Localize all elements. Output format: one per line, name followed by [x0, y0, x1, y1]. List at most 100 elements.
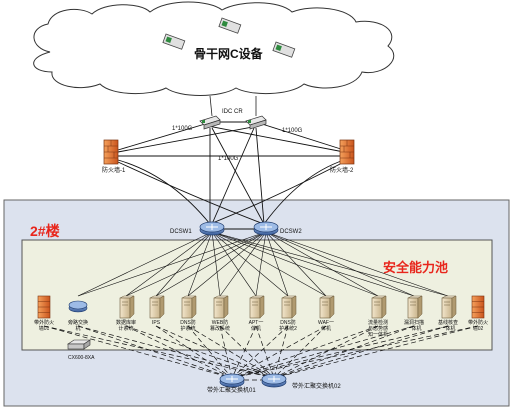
oob-link-01	[231, 325, 379, 379]
link-label-left: 1*100G	[172, 126, 193, 132]
dcsw2-link	[125, 231, 267, 297]
firewall-label-right: 防火墙-2	[330, 166, 354, 174]
oob-link-02	[187, 325, 275, 379]
router-icon	[245, 115, 267, 130]
device-label: DNS防护系统2	[279, 319, 297, 332]
firewall-label-left: 防火墙-1	[102, 166, 126, 174]
device-label: 带外防火墙01	[34, 319, 54, 332]
dcsw1-link	[211, 231, 327, 297]
server-icon	[371, 295, 387, 319]
cx600-switch-icon	[67, 339, 91, 350]
dcsw1-link	[211, 231, 449, 297]
dcsw2-link	[265, 231, 289, 297]
oob-link-01	[155, 325, 233, 379]
dcsw2-label: DCSW2	[280, 229, 302, 235]
oob-link-01	[77, 325, 233, 379]
server-icon	[181, 295, 197, 319]
oob-link-01	[43, 325, 233, 379]
dcsw-device-links	[77, 231, 449, 297]
dcsw2-link	[187, 231, 267, 297]
oob-link-02	[219, 325, 275, 379]
security-pool-label: 安全能力池	[383, 260, 448, 275]
oob-link-02	[155, 325, 275, 379]
device-label: 漏洞扫描一体机	[404, 319, 424, 332]
security-devices: 带外防火墙01 旁路交换机 数据库审计系统 IPS DNS防护系统 WEB防篡改系统 APT…	[34, 295, 488, 338]
oob-link-02	[273, 325, 415, 379]
security-pool-area	[21, 239, 493, 351]
oob-link-01	[125, 325, 233, 379]
oob-link-02	[273, 325, 327, 379]
oob-switch-02-icon	[261, 373, 287, 388]
oob-link-02	[273, 325, 449, 379]
dcsw2-link	[219, 231, 267, 297]
dcsw2-link	[265, 231, 379, 297]
core-links	[117, 121, 345, 230]
cloud-router-icon	[218, 17, 242, 34]
device-label: WEB防篡改系统	[210, 319, 230, 332]
device-label: APT一体机	[249, 320, 264, 332]
dcsw2-link	[265, 231, 415, 297]
oob-link-02	[255, 325, 275, 379]
backbone-links	[209, 95, 257, 117]
dcsw1-link	[125, 231, 213, 297]
dcsw2-link	[77, 231, 267, 297]
oob-link-01	[187, 325, 233, 379]
dcsw1-label: DCSW1	[170, 229, 192, 235]
oob-link-01	[231, 325, 327, 379]
server-icon	[441, 295, 457, 319]
device-label: 数据库审计系统	[116, 319, 136, 332]
oob-links	[43, 325, 479, 379]
backbone-cloud	[33, 1, 395, 96]
dcsw1-link	[77, 231, 213, 297]
oob-switch-02-label: 带外汇聚交换机02	[292, 382, 341, 390]
router-icon	[199, 115, 221, 130]
device-label: IPS	[152, 320, 161, 326]
dcsw1-link	[155, 231, 213, 297]
firewall-icon	[103, 139, 119, 165]
dcsw1-link	[211, 231, 221, 297]
dcsw2-link	[265, 231, 449, 297]
device-label: 流量检测与态势感知一体机	[368, 319, 388, 338]
dcsw1-link	[211, 231, 415, 297]
oob-link-01	[231, 325, 479, 379]
firewall-icon	[37, 295, 51, 319]
device-label: WAF一体机	[318, 320, 334, 332]
oob-link-01	[231, 325, 289, 379]
server-icon	[281, 295, 297, 319]
cloud-router-icon	[162, 33, 186, 50]
building-label: 2#楼	[30, 223, 60, 239]
server-icon	[319, 295, 335, 319]
device-label: DNS防护系统	[180, 319, 196, 332]
cx600-label: CX600-8XA	[68, 355, 95, 361]
oob-link-02	[77, 325, 275, 379]
server-icon	[119, 295, 135, 319]
oob-link-01	[219, 325, 233, 379]
dcsw1-link	[187, 231, 213, 297]
device-label: 旁路交换机	[68, 319, 88, 332]
oob-link-02	[273, 325, 289, 379]
cloud-router-icon	[272, 41, 296, 58]
link-label-center: 1*100G	[218, 156, 239, 162]
dcsw2-link	[255, 231, 267, 297]
dcsw2-link	[155, 231, 267, 297]
oob-link-02	[273, 325, 479, 379]
server-icon	[249, 295, 265, 319]
firewall-icon	[471, 295, 485, 319]
dcsw1-link	[211, 231, 257, 297]
cloud-label: 骨干网C设备	[194, 46, 264, 61]
server-icon	[407, 295, 423, 319]
oob-link-02	[125, 325, 275, 379]
dcsw1-switch-icon	[199, 221, 225, 236]
oob-switch-01-icon	[219, 373, 245, 388]
link-label-right: 1*100G	[282, 128, 303, 134]
core-router-label: IDC CR	[222, 109, 243, 115]
oob-switch-01-label: 带外汇聚交换机01	[207, 386, 256, 394]
oob-link-01	[231, 325, 449, 379]
firewall-icon	[339, 139, 355, 165]
switch-icon	[68, 300, 88, 313]
oob-link-02	[273, 325, 379, 379]
server-icon	[149, 295, 165, 319]
dcsw2-link	[265, 231, 327, 297]
oob-link-02	[43, 325, 275, 379]
